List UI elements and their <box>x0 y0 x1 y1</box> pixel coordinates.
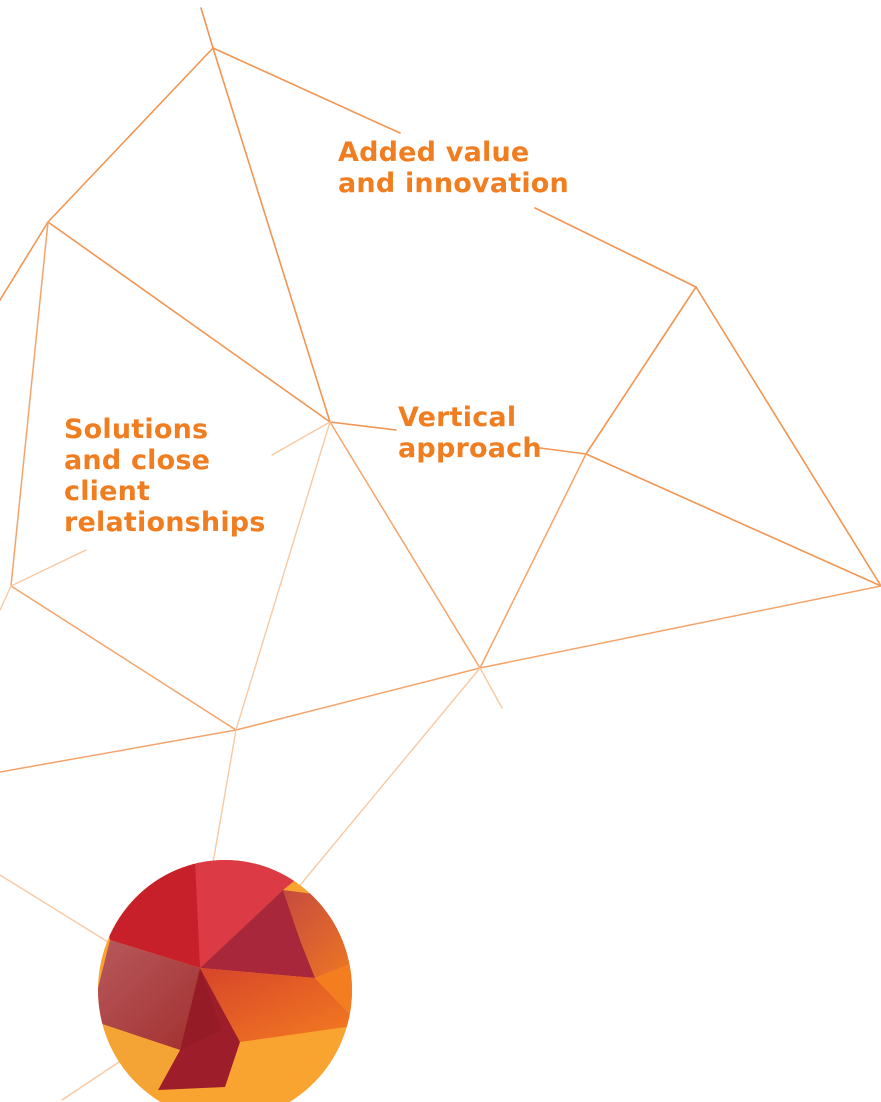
network-line <box>329 421 481 669</box>
network-line <box>539 447 587 455</box>
network-line <box>295 667 481 891</box>
network-line <box>0 221 49 301</box>
network-line <box>10 585 237 731</box>
network-line <box>479 585 881 669</box>
network-lines <box>0 7 881 1101</box>
network-line <box>47 221 331 423</box>
network-line <box>479 453 587 669</box>
gem-graphic <box>98 860 352 1102</box>
gem-facet <box>98 940 200 1050</box>
gem-facet <box>200 890 315 978</box>
network-line <box>271 421 331 456</box>
label-added-value-innovation: Added value and innovation <box>338 137 569 199</box>
network-line <box>329 421 397 431</box>
network-line <box>212 47 331 423</box>
label-vertical-approach: Vertical approach <box>398 402 542 464</box>
gem-facet <box>195 860 320 968</box>
network-line <box>479 667 503 709</box>
network-line <box>585 286 697 455</box>
network-line <box>200 7 214 49</box>
network-line <box>235 667 481 731</box>
network-line <box>209 729 237 881</box>
network-line <box>0 874 109 943</box>
network-line <box>695 286 881 587</box>
gem-facet <box>200 968 352 1042</box>
network-line <box>534 207 697 288</box>
network-line <box>212 47 401 134</box>
network-line <box>0 585 12 611</box>
network-line <box>47 47 214 223</box>
gem-facet <box>180 968 222 1050</box>
network-line <box>61 1059 123 1101</box>
network-line <box>10 221 49 587</box>
network-line <box>10 549 87 587</box>
gem-facet <box>315 960 352 1025</box>
network-line <box>0 729 237 773</box>
network-line <box>585 453 881 587</box>
label-solutions-client-relationships: Solutions and close client relationships <box>64 414 266 538</box>
network-line <box>235 421 331 731</box>
